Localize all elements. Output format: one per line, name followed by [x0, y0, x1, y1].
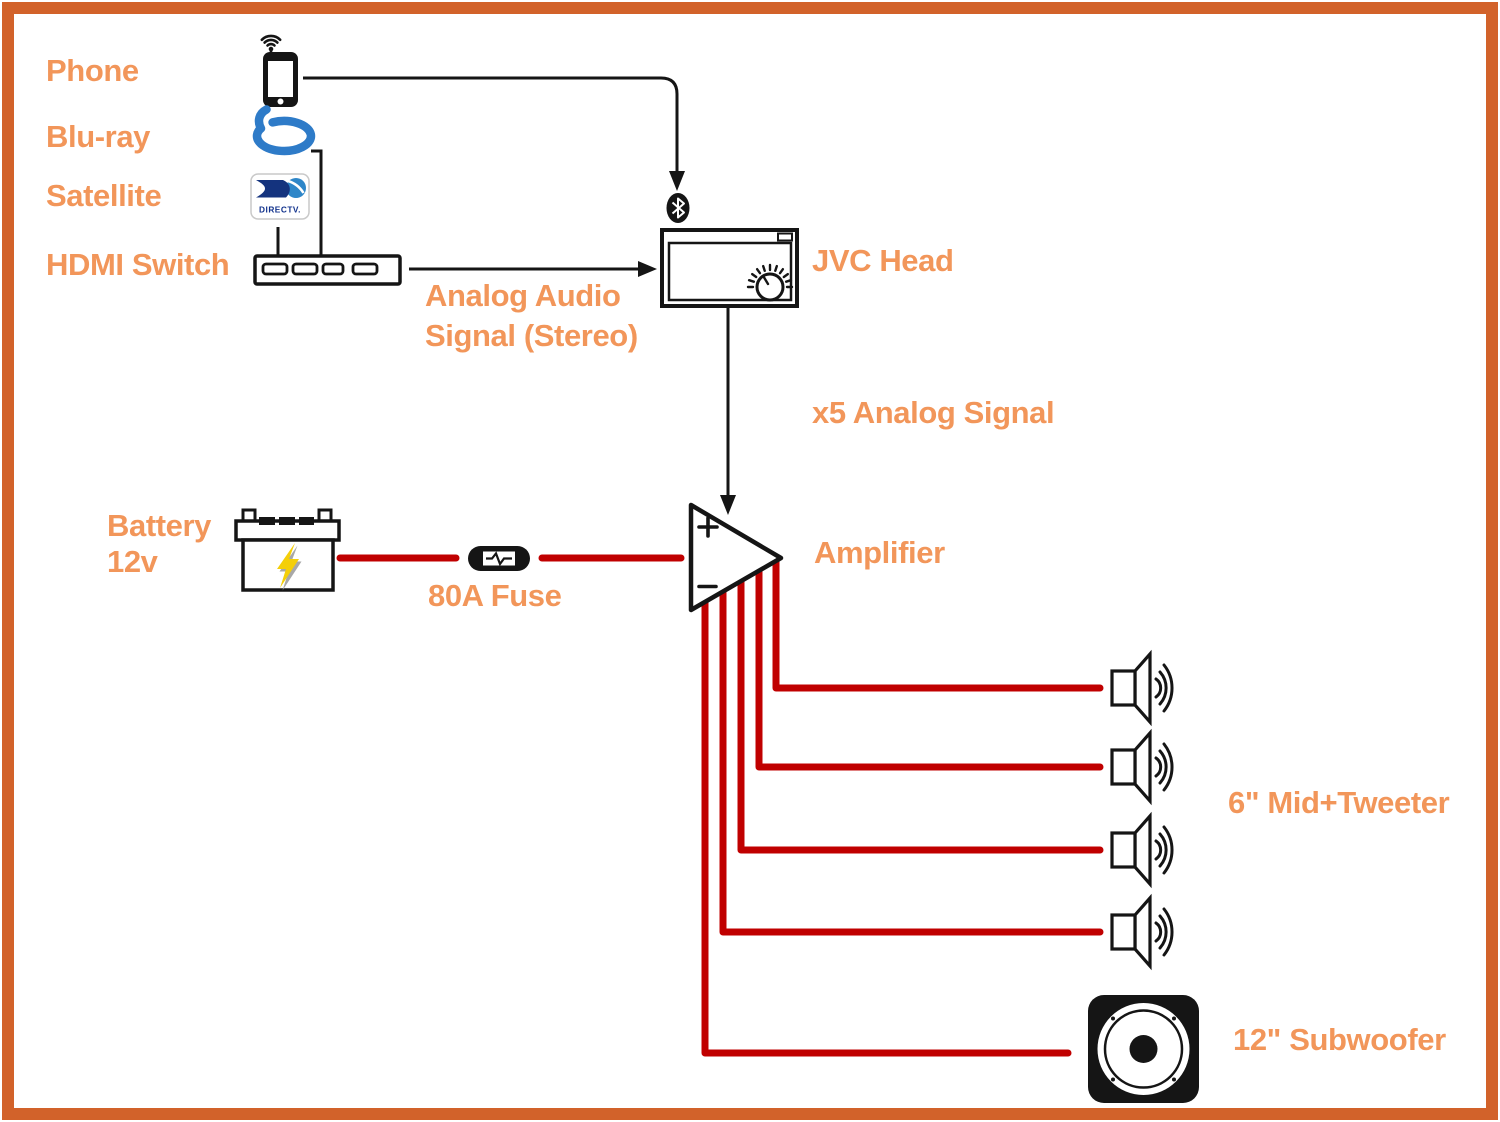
subwoofer-label: 12" Subwoofer [1233, 1022, 1446, 1057]
speaker-icon [1110, 893, 1174, 971]
fuse-icon [468, 546, 530, 571]
speaker-icon [1110, 728, 1174, 806]
bluray-to-switch-connector [311, 149, 323, 255]
battery-icon [234, 508, 341, 592]
amplifier-to-speaker3-wire [737, 576, 1104, 854]
speaker-icon [1110, 811, 1174, 889]
phone-icon [260, 34, 298, 107]
battery-label: Battery 12v [107, 508, 212, 579]
speaker-icon [1110, 649, 1174, 727]
directv-logo-icon: DIRECTV. [250, 173, 310, 220]
phone-label: Phone [46, 53, 139, 88]
subwoofer-icon [1088, 995, 1199, 1103]
satellite-label: Satellite [46, 178, 162, 213]
bluray-label: Blu-ray [46, 119, 151, 154]
bluray-logo-icon [252, 105, 316, 156]
hdmi-switch-label: HDMI Switch [46, 247, 230, 282]
amplifier-icon [688, 502, 784, 613]
fuse-label: 80A Fuse [428, 578, 562, 613]
amplifier-to-speaker2-wire [755, 566, 1104, 771]
amplifier-to-speaker1-wire [772, 556, 1104, 692]
bluetooth-icon [666, 193, 690, 223]
amplifier-label: Amplifier [814, 535, 945, 570]
lightning-bolt-icon [277, 543, 299, 588]
amplifier-to-subwoofer-wire [701, 596, 1072, 1057]
head-unit-label: JVC Head [812, 243, 954, 278]
phone-to-bluetooth-connector [303, 76, 685, 191]
amplifier-to-speaker4-wire [719, 586, 1104, 936]
switch-to-head-connector [409, 261, 657, 277]
mid-tweeter-label: 6" Mid+Tweeter [1228, 785, 1450, 820]
head-to-amplifier-connector [720, 307, 736, 515]
x5-analog-signal-label: x5 Analog Signal [812, 395, 1055, 430]
analog-audio-signal-label: Analog Audio Signal (Stereo) [425, 278, 638, 354]
hdmi-switch-icon [253, 254, 402, 286]
amplifier-plus-sign [697, 516, 719, 538]
head-unit-icon [660, 228, 799, 308]
directv-logo-text: DIRECTV. [259, 205, 301, 215]
